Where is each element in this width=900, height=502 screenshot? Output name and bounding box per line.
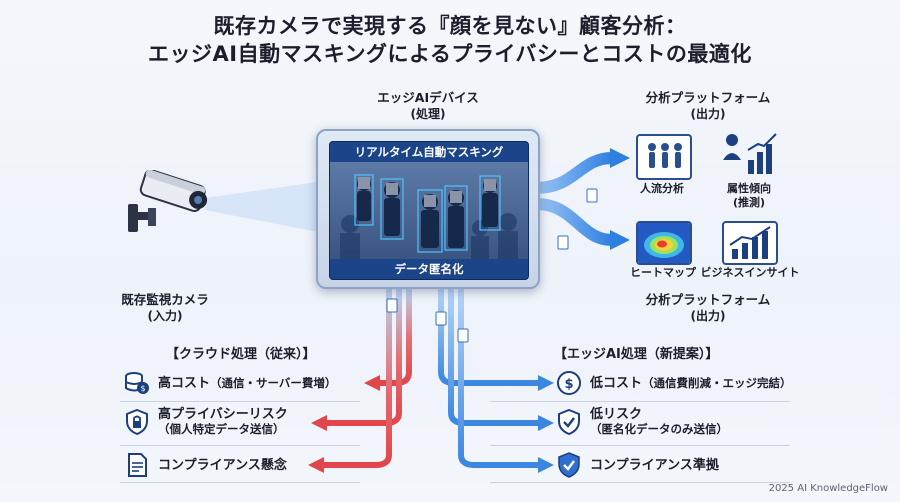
screen-title: リアルタイム自動マスキング: [330, 142, 528, 162]
document-icons: [386, 188, 598, 343]
shield-check-icon: [558, 409, 580, 435]
divider: [490, 482, 790, 483]
platform-bottom-sub: (出力): [690, 309, 726, 323]
masked-people-scene: [330, 162, 528, 259]
device-label-text: エッジAIデバイス: [377, 90, 479, 105]
cloud-item-cost: $ 高コスト（通信・サーバー費増）: [124, 370, 336, 396]
divider: [120, 445, 360, 446]
heatmap-icon: [636, 221, 692, 265]
insight-caption: ビジネスインサイト: [700, 266, 800, 279]
device-label-sub: (処理): [410, 107, 446, 121]
camera-beam: [205, 182, 318, 232]
edge-ai-device: リアルタイム自動マスキング: [316, 129, 540, 289]
document-icon: [128, 453, 147, 477]
divider: [490, 401, 790, 402]
platform-top-sub: (出力): [690, 107, 726, 121]
people-illustration: [340, 174, 518, 259]
platform-label-top: 分析プラットフォーム (出力): [618, 90, 798, 122]
dollar-coin-icon: $: [557, 371, 581, 395]
shield-check-filled-icon: [558, 452, 580, 478]
arrowhead-edge-1: [538, 375, 554, 391]
edge-cost-main: 低コスト: [590, 375, 643, 391]
edge-risk-main: 低リスク: [590, 407, 643, 422]
cloud-flows: [322, 288, 412, 468]
svg-text:$: $: [140, 384, 145, 393]
camera-label-text: 既存監視カメラ: [121, 292, 209, 307]
people-flow-icon: [636, 134, 692, 180]
platform-top-text: 分析プラットフォーム: [645, 90, 771, 105]
flow-caption: 人流分析: [640, 182, 684, 195]
attribute-caption-sub: (推測): [732, 196, 766, 209]
cloud-item-compliance: コンプライアンス懸念: [124, 452, 287, 478]
camera-label: 既存監視カメラ (入力): [100, 292, 230, 324]
attribute-caption-text: 属性傾向: [727, 182, 771, 195]
arrowhead-edge-3: [538, 457, 554, 473]
divider: [490, 445, 790, 446]
arrowhead-edge-2: [538, 415, 554, 431]
arrow-to-flow-output: [535, 152, 613, 194]
divider: [120, 401, 360, 402]
title-line-1: 既存カメラで実現する『顔を見ない』顧客分析：: [213, 14, 687, 38]
cloud-privacy-main: 高プライバシーリスク: [158, 407, 288, 422]
platform-bottom-text: 分析プラットフォーム: [645, 292, 771, 307]
cloud-item-privacy: 高プライバシーリスク（個人特定データ送信）: [124, 407, 288, 437]
platform-label-bottom: 分析プラットフォーム (出力): [618, 292, 798, 324]
attribute-trend-icon: [723, 133, 777, 174]
divider: [120, 482, 360, 483]
edge-heading: 【エッジAI処理（新提案）】: [554, 347, 719, 362]
business-insight-icon: [722, 221, 778, 265]
camera-label-sub: (入力): [147, 309, 183, 323]
edge-compliance-main: コンプライアンス準拠: [590, 457, 719, 473]
coins-icon: $: [125, 372, 149, 394]
arrowhead-flow: [610, 148, 630, 168]
arrow-to-heatmap-output: [535, 198, 613, 246]
device-label: エッジAIデバイス (処理): [358, 90, 498, 122]
screen-footer: データ匿名化: [330, 259, 528, 279]
arrowhead-cloud-1: [364, 375, 380, 391]
shield-lock-icon: [126, 409, 148, 435]
security-camera-icon: [128, 170, 208, 232]
edge-item-cost: $ 低コスト（通信費削減・エッジ完結）: [556, 370, 792, 396]
heatmap-caption: ヒートマップ: [630, 266, 696, 279]
cloud-privacy-detail: （個人特定データ送信）: [158, 422, 285, 436]
footer-credit: 2025 AI KnowledgeFlow: [768, 483, 888, 494]
arrowhead-heatmap: [610, 230, 630, 250]
svg-text:$: $: [564, 377, 573, 392]
cloud-compliance-main: コンプライアンス懸念: [158, 457, 287, 473]
edge-cost-detail: （通信費削減・エッジ完結）: [642, 375, 792, 390]
device-screen: リアルタイム自動マスキング: [329, 141, 529, 280]
cloud-cost-main: 高コスト: [158, 375, 211, 391]
edge-flows: [438, 288, 540, 468]
edge-item-risk: 低リスク（匿名化データのみ送信）: [556, 407, 728, 437]
arrowhead-cloud-3: [308, 457, 324, 473]
edge-risk-detail: （匿名化データのみ送信）: [590, 422, 728, 436]
arrowhead-cloud-2: [311, 415, 327, 431]
cloud-cost-detail: （通信・サーバー費増）: [210, 375, 337, 390]
cloud-heading: 【クラウド処理（従来）】: [166, 347, 316, 362]
edge-item-compliance: コンプライアンス準拠: [556, 452, 719, 478]
title-line-2: エッジAI自動マスキングによるプライバシーとコストの最適化: [148, 42, 752, 66]
attribute-caption: 属性傾向 (推測): [706, 182, 792, 210]
